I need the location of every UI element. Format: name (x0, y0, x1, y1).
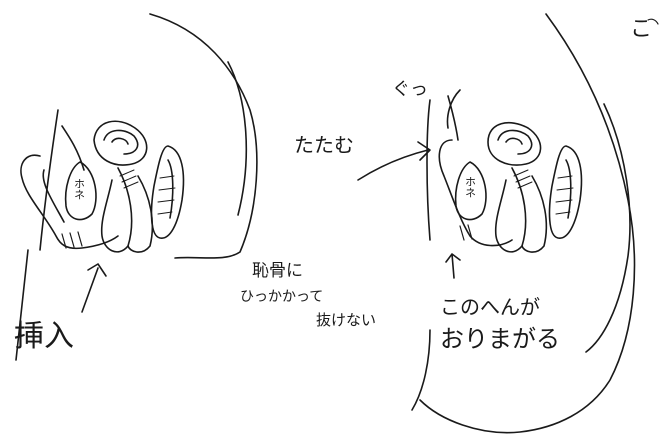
right-device-rings (459, 224, 473, 241)
left-uterus-inner (103, 129, 139, 155)
right-uterus-core (505, 137, 523, 145)
right-side-line (447, 95, 459, 141)
fold-label: たたむ (294, 133, 354, 157)
right-device (438, 139, 513, 247)
right-uterus (487, 121, 542, 166)
left-rectum (150, 145, 185, 239)
left-front-outline (15, 249, 29, 361)
area-note-line2: おりまがる (440, 325, 560, 353)
right-figure (411, 13, 636, 434)
right-bone-label: ホネ (463, 176, 477, 198)
right-uterus-inner (497, 129, 533, 155)
right-body-outline (419, 13, 636, 434)
push-label: ぐっ (392, 79, 428, 100)
pubic-note-line1: 恥骨に (252, 261, 303, 281)
pubic-note-line2: ひっかかって (240, 289, 324, 305)
fold-arrow-shaft (357, 149, 429, 181)
left-figure (15, 13, 258, 361)
corner-mark (647, 18, 659, 25)
right-canal-2 (521, 175, 548, 253)
left-tip (61, 125, 85, 171)
left-uterus-core (111, 137, 129, 145)
left-body-outline (149, 13, 258, 259)
right-pubic-bone (454, 161, 487, 221)
middle-arrow (357, 141, 431, 181)
insert-label: 挿入 (14, 319, 74, 354)
right-canal (494, 167, 527, 253)
pubic-note-line3: 抜けない (316, 311, 377, 329)
right-hatch (513, 169, 533, 189)
right-arrow (445, 253, 461, 279)
left-canal (100, 167, 133, 253)
left-pubic-bone (64, 161, 97, 221)
right-inner-outline (585, 103, 631, 353)
right-front-line (426, 99, 431, 241)
area-note-line1: このへんが (440, 295, 540, 319)
left-uterus (93, 120, 148, 166)
right-rectum (548, 145, 583, 239)
left-arrow-shaft (81, 267, 99, 313)
left-torso-line (39, 109, 59, 251)
right-rectum-hatch (555, 175, 574, 215)
corner-label: こ (630, 17, 653, 42)
left-bone-label: ホネ (72, 178, 86, 200)
left-arrow-head (87, 263, 107, 277)
right-fold-curve (446, 89, 461, 129)
left-hatch (119, 169, 139, 189)
left-device-rings (61, 231, 83, 249)
left-device (20, 154, 119, 250)
left-device-inner (42, 169, 65, 223)
right-lower-outline (411, 329, 431, 411)
left-inner-outline (227, 61, 248, 216)
fold-arrow-head (417, 141, 431, 161)
left-canal-2 (127, 175, 154, 253)
left-rectum-hatch (157, 175, 176, 215)
